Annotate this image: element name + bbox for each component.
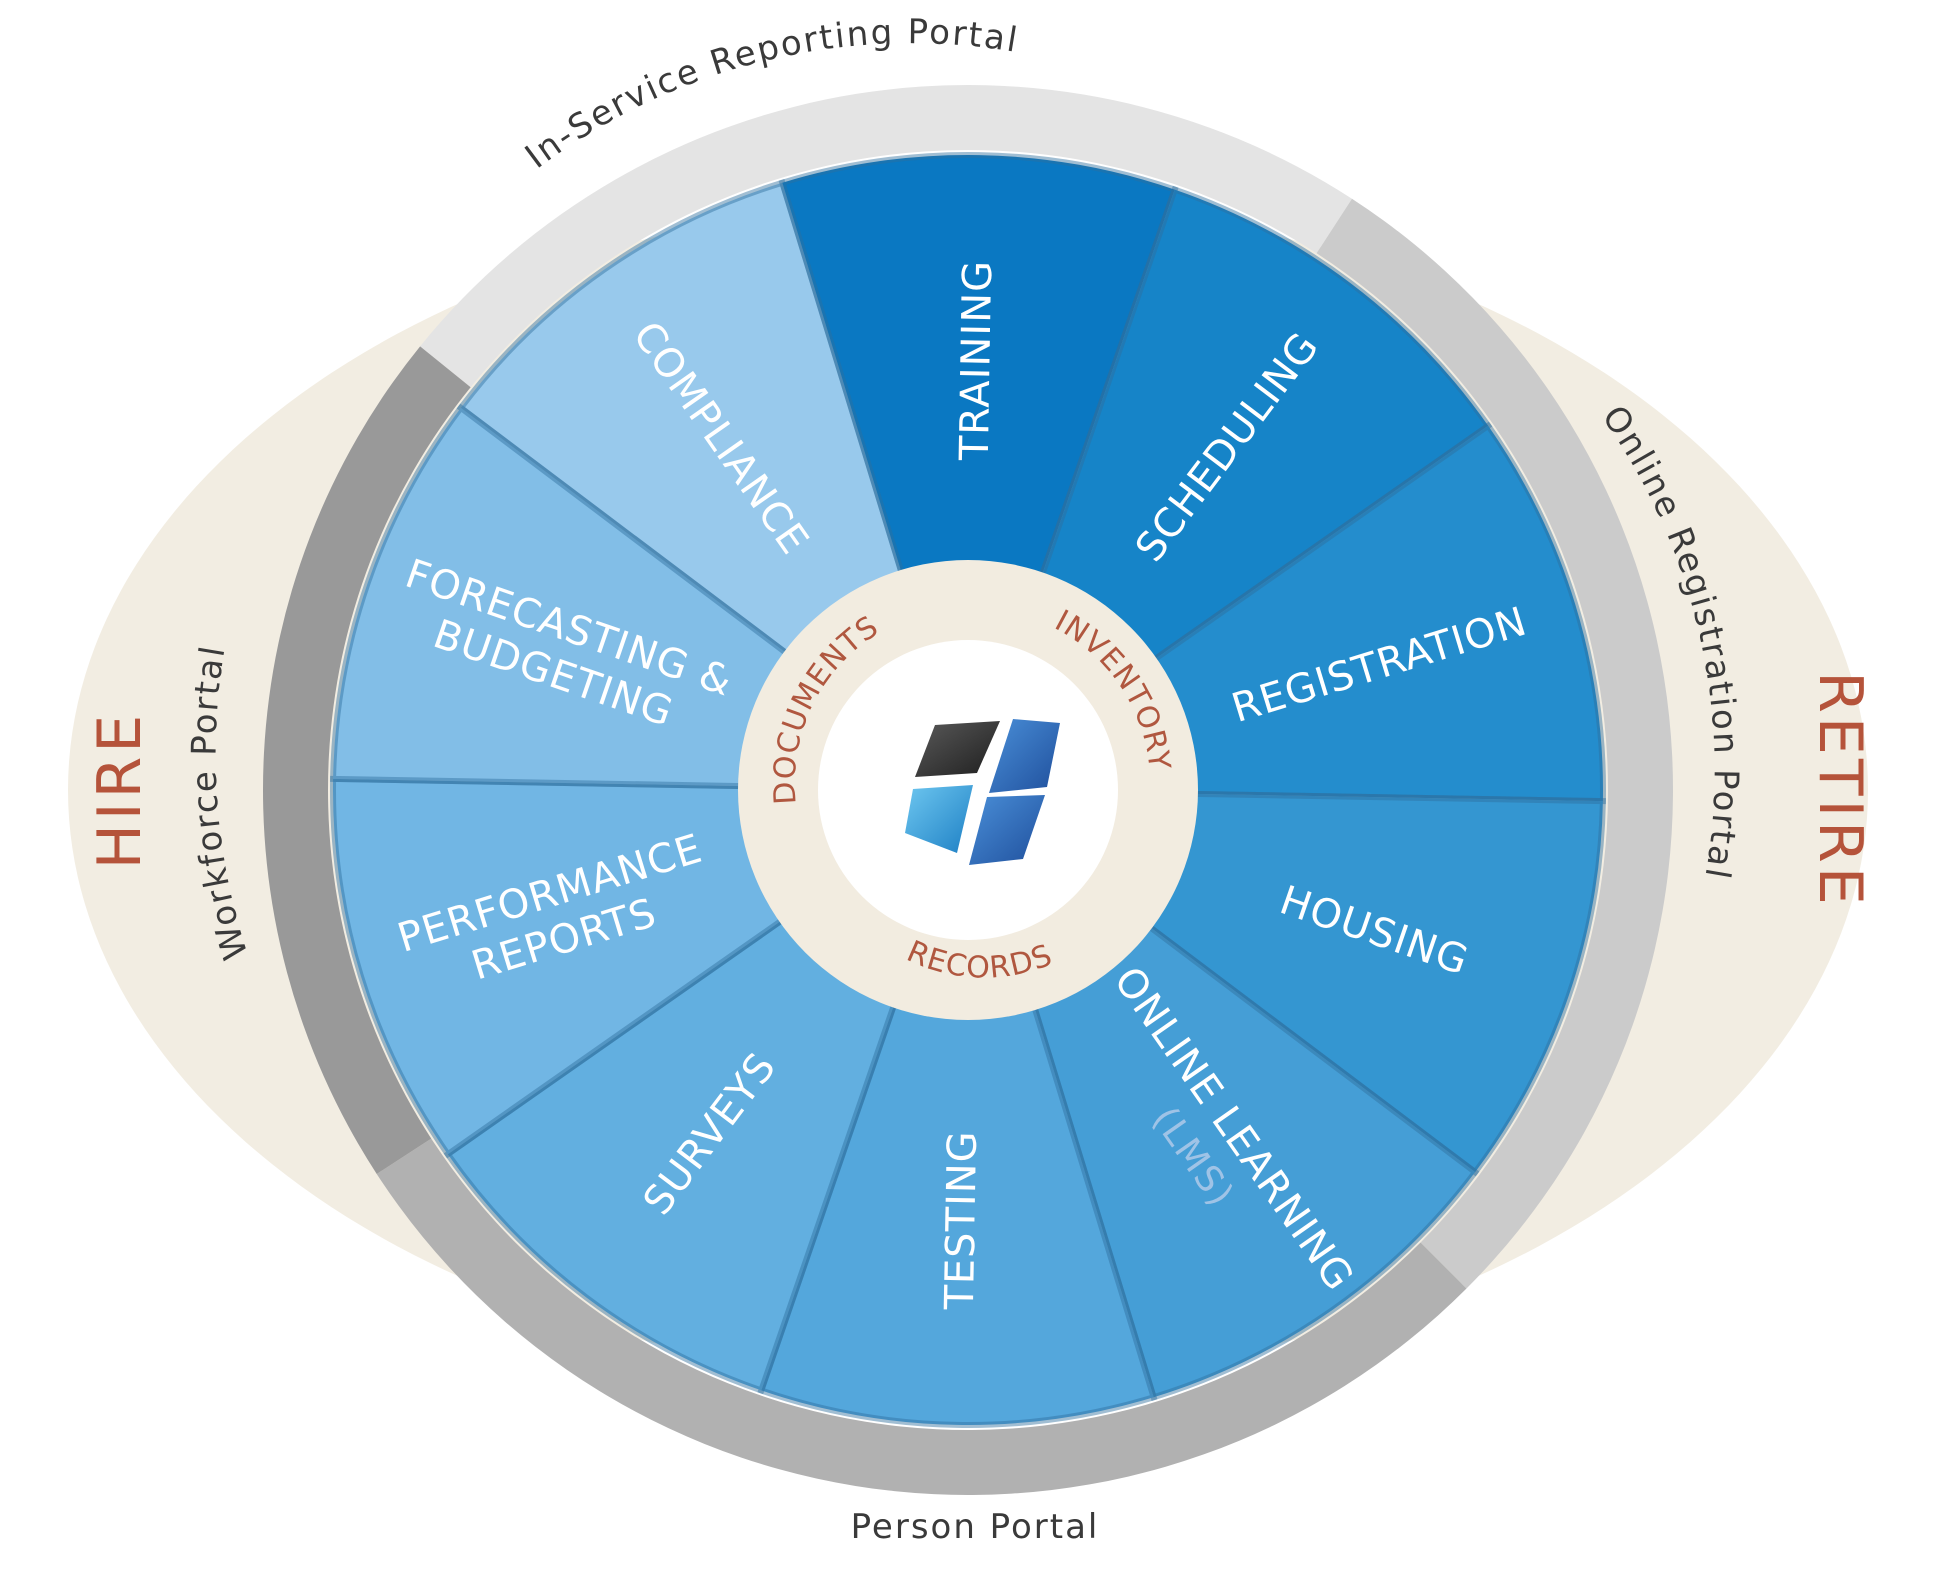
segment-label-testing: TESTING xyxy=(937,1130,986,1311)
portal-label-bottom: Person Portal xyxy=(851,1507,1100,1547)
segment-label-line: TRAINING xyxy=(952,259,1002,461)
segment-label-line: TESTING xyxy=(937,1130,986,1311)
portal-sector-right xyxy=(1316,198,1673,1289)
retire-label: RETIRE xyxy=(1805,671,1875,909)
portal-sector-top xyxy=(420,84,1352,388)
portal-sector-bottom xyxy=(376,1138,1467,1495)
hire-label: HIRE xyxy=(85,711,155,869)
portal-ring xyxy=(263,84,1673,1495)
portal-sector-left xyxy=(263,346,471,1174)
brand-logo-icon xyxy=(905,719,1060,865)
segment-label-training: TRAINING xyxy=(952,259,1002,461)
